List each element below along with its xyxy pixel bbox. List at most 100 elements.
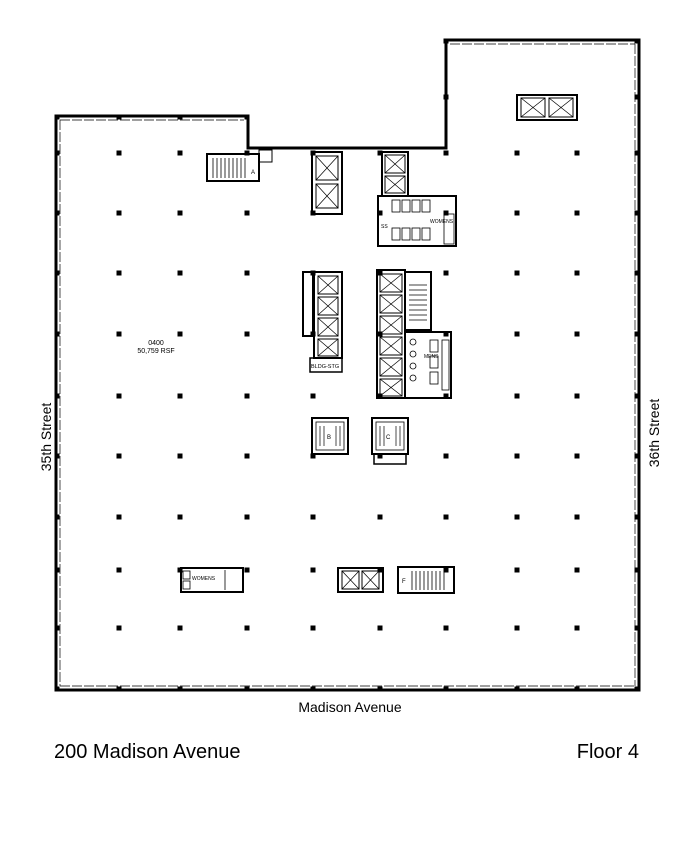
column-grid xyxy=(54,38,640,692)
column xyxy=(54,625,60,631)
column xyxy=(377,210,383,216)
column xyxy=(116,453,122,459)
column xyxy=(116,210,122,216)
column xyxy=(54,331,60,337)
column xyxy=(177,270,183,276)
column xyxy=(574,210,580,216)
column xyxy=(244,453,250,459)
column xyxy=(116,331,122,337)
column xyxy=(574,686,580,692)
column xyxy=(116,686,122,692)
column xyxy=(177,686,183,692)
column xyxy=(177,453,183,459)
column xyxy=(443,38,449,44)
building-name: 200 Madison Avenue xyxy=(54,741,241,763)
column xyxy=(310,393,316,399)
column xyxy=(116,393,122,399)
column xyxy=(377,150,383,156)
womens-restroom-upper: WOMENS SS xyxy=(377,195,457,247)
column xyxy=(514,331,520,337)
column xyxy=(310,686,316,692)
column xyxy=(116,270,122,276)
column xyxy=(574,393,580,399)
column xyxy=(443,150,449,156)
column xyxy=(443,270,449,276)
column xyxy=(634,270,640,276)
column xyxy=(310,453,316,459)
column xyxy=(574,625,580,631)
column xyxy=(634,567,640,573)
womens-lower-label: WOMENS xyxy=(192,576,216,582)
column xyxy=(310,567,316,573)
column xyxy=(514,453,520,459)
column xyxy=(54,453,60,459)
column xyxy=(244,686,250,692)
column xyxy=(377,625,383,631)
column xyxy=(514,270,520,276)
column xyxy=(177,210,183,216)
column xyxy=(443,453,449,459)
column xyxy=(177,514,183,520)
column xyxy=(443,393,449,399)
column xyxy=(244,514,250,520)
street-left: 35th Street xyxy=(38,403,54,472)
stair-c-label: C xyxy=(386,435,391,441)
street-right: 36th Street xyxy=(646,399,662,468)
column xyxy=(574,270,580,276)
floor-label: Floor 4 xyxy=(576,741,639,763)
column xyxy=(244,270,250,276)
central-elevator-left xyxy=(302,271,343,373)
column xyxy=(514,150,520,156)
column xyxy=(116,114,122,120)
column xyxy=(634,94,640,100)
column xyxy=(177,114,183,120)
column xyxy=(514,686,520,692)
column xyxy=(443,625,449,631)
column xyxy=(514,393,520,399)
column xyxy=(634,150,640,156)
column xyxy=(54,150,60,156)
column xyxy=(574,150,580,156)
column xyxy=(574,453,580,459)
column xyxy=(54,567,60,573)
street-bottom: Madison Avenue xyxy=(298,699,401,715)
stair-f xyxy=(397,566,455,594)
column xyxy=(514,210,520,216)
column xyxy=(634,514,640,520)
stair-f-label: F xyxy=(402,579,406,585)
column xyxy=(574,567,580,573)
column xyxy=(244,210,250,216)
central-elevator-right xyxy=(376,269,432,399)
stair-a: A xyxy=(206,149,273,182)
column xyxy=(54,210,60,216)
column xyxy=(310,625,316,631)
slop-sink-label: SS xyxy=(381,224,388,230)
column xyxy=(574,331,580,337)
stair-c xyxy=(371,417,409,465)
window-line xyxy=(59,43,636,687)
column xyxy=(443,567,449,573)
column xyxy=(377,514,383,520)
building-storage-label: BLDG-STG xyxy=(311,364,339,370)
column xyxy=(244,625,250,631)
column xyxy=(443,94,449,100)
column xyxy=(514,567,520,573)
column xyxy=(177,393,183,399)
column xyxy=(514,625,520,631)
lower-elevator-bank xyxy=(337,567,384,593)
column xyxy=(377,270,383,276)
column xyxy=(634,625,640,631)
stair-a-label: A xyxy=(251,170,255,176)
suite-number: 0400 xyxy=(148,340,164,347)
column xyxy=(443,514,449,520)
column xyxy=(54,270,60,276)
column xyxy=(54,393,60,399)
column xyxy=(634,453,640,459)
stair-b xyxy=(311,417,349,455)
column xyxy=(177,150,183,156)
column xyxy=(244,114,250,120)
upper-elevator-bank xyxy=(311,151,409,215)
womens-upper-label: WOMENS xyxy=(430,219,454,225)
column xyxy=(116,514,122,520)
